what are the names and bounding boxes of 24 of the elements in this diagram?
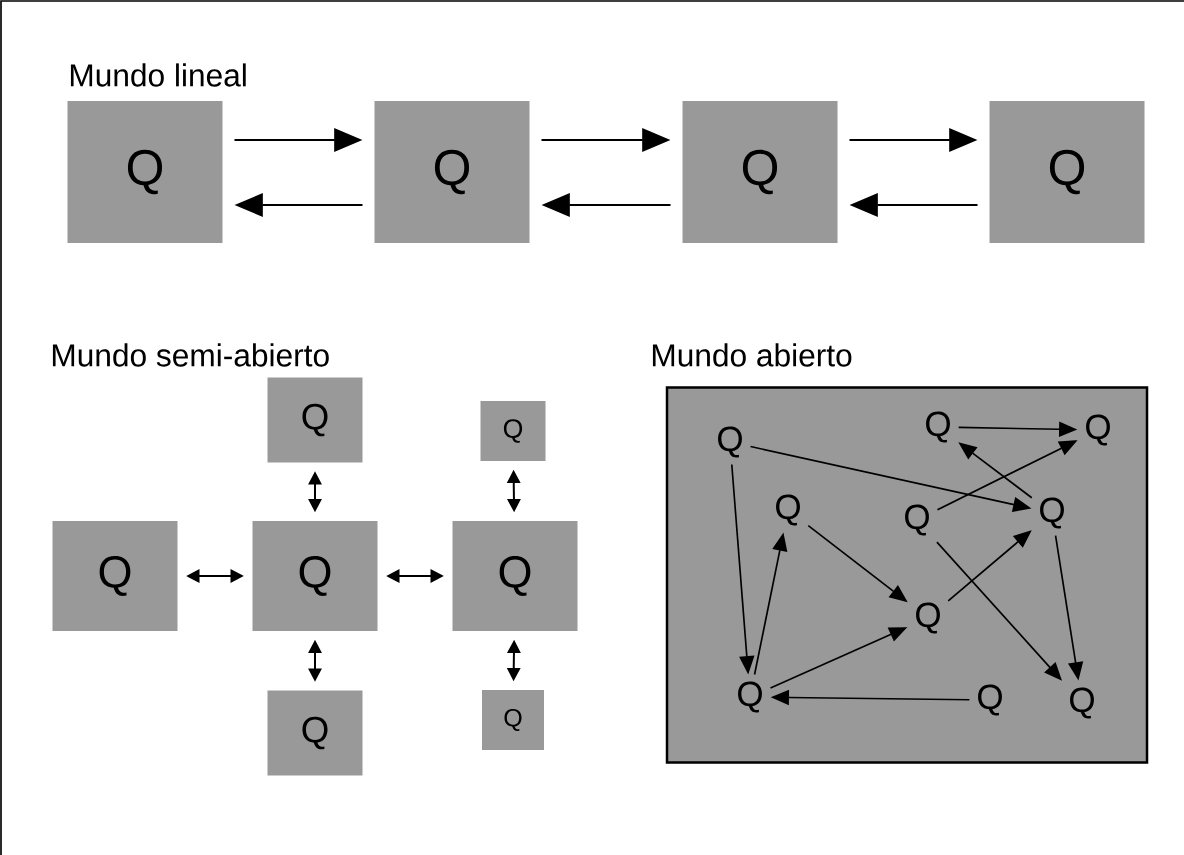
node-symbol: Q	[718, 426, 742, 458]
node-symbol: Q	[1086, 414, 1110, 446]
square-box: Q	[267, 690, 363, 776]
square-box: Q	[67, 101, 223, 243]
square-box: Q	[482, 690, 544, 750]
node-symbol: Q	[1070, 687, 1094, 719]
square-box: Q	[374, 101, 530, 243]
square-box: Q	[267, 377, 363, 463]
node-symbol: Q	[1040, 497, 1064, 529]
node-symbol: Q	[738, 681, 762, 713]
node-symbol: Q	[905, 504, 929, 536]
section-heading: Mundo abierto	[652, 343, 852, 367]
node-symbol: Q	[978, 684, 1002, 716]
square-box: Q	[989, 101, 1145, 243]
square-box: Q	[52, 521, 178, 631]
square-box: Q	[682, 101, 838, 243]
square-box: Q	[452, 521, 578, 631]
node-symbol: Q	[926, 411, 950, 443]
panel-box	[665, 386, 1149, 764]
node-symbol: Q	[776, 494, 800, 526]
section-heading: Mundo semi-abierto	[52, 343, 329, 367]
node-symbol: Q	[916, 602, 940, 634]
square-box: Q	[480, 401, 546, 461]
square-box: Q	[252, 521, 378, 631]
